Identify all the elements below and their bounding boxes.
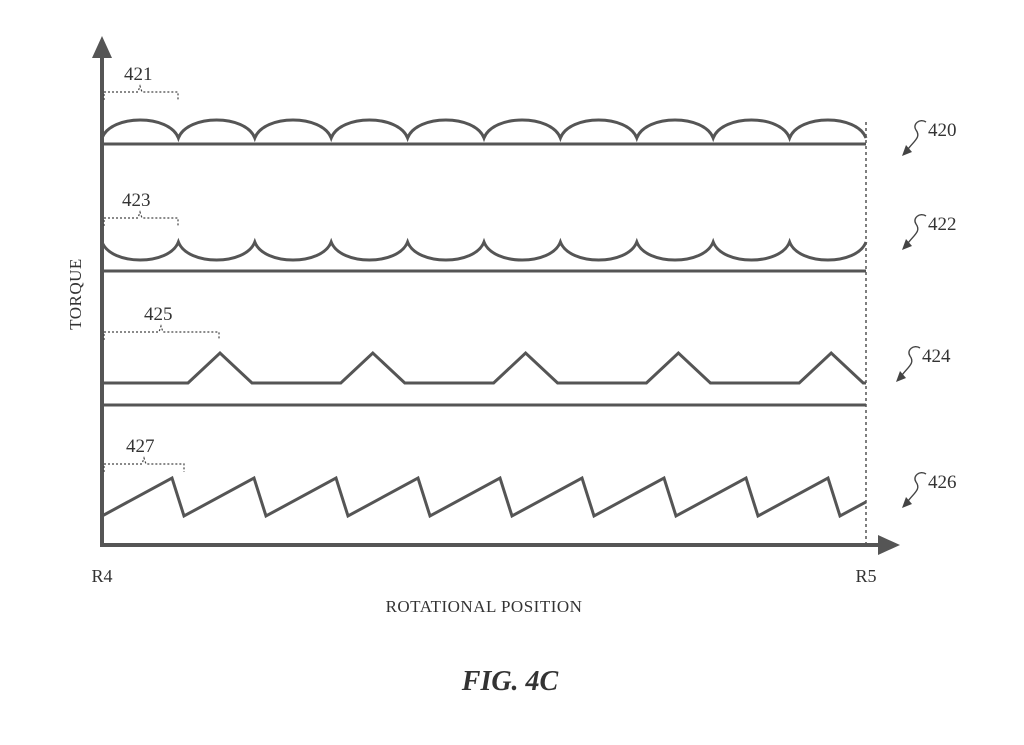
period-brace-425 xyxy=(103,324,220,340)
figure-label: FIG. 4C xyxy=(461,666,559,697)
period-ref-423: 423 xyxy=(122,190,151,211)
trace-ref-426: 426 xyxy=(928,472,957,493)
period-ref-427: 427 xyxy=(126,436,155,457)
leader-424-arrowhead xyxy=(896,371,906,382)
trace-ref-424: 424 xyxy=(922,346,951,367)
leader-426 xyxy=(905,472,927,505)
period-brace-423 xyxy=(103,210,179,226)
trace-420-waveform xyxy=(100,118,868,143)
period-ref-421: 421 xyxy=(124,64,153,85)
trace-422-waveform xyxy=(100,237,868,262)
leader-420-arrowhead xyxy=(902,145,912,156)
x-axis-arrowhead xyxy=(878,535,900,555)
trace-424-waveform xyxy=(102,350,866,385)
leader-422 xyxy=(905,214,927,247)
period-brace-427 xyxy=(103,456,185,472)
period-brace-421 xyxy=(103,84,179,100)
leader-426-arrowhead xyxy=(902,497,912,508)
y-axis-arrowhead xyxy=(92,36,112,58)
y-axis-label: TORQUE xyxy=(66,258,85,330)
period-ref-425: 425 xyxy=(144,304,173,325)
leader-424 xyxy=(899,346,921,379)
leader-422-arrowhead xyxy=(902,239,912,250)
trace-426-waveform xyxy=(101,475,867,519)
trace-ref-422: 422 xyxy=(928,214,957,235)
trace-ref-420: 420 xyxy=(928,120,957,141)
x-axis-label: ROTATIONAL POSITION xyxy=(386,597,583,616)
leader-420 xyxy=(905,120,927,153)
x-start-label: R4 xyxy=(91,566,112,586)
x-end-label: R5 xyxy=(855,566,876,586)
